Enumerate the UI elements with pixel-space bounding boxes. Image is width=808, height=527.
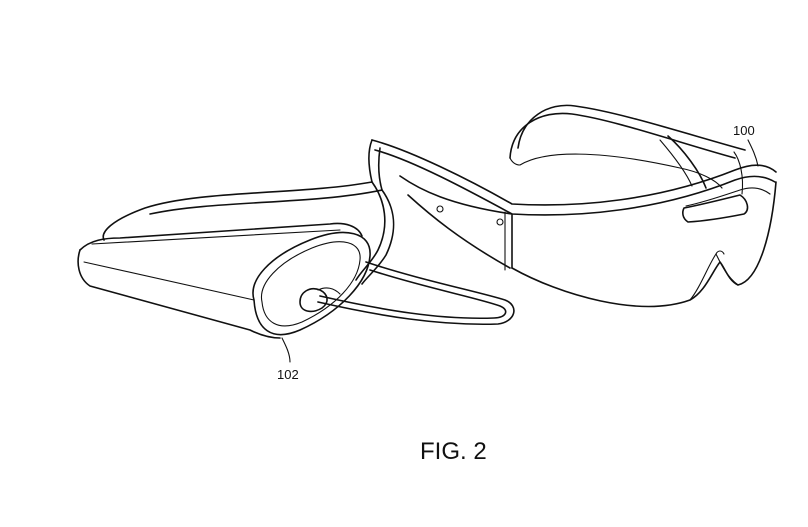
battery-pack-connector-cable [317,287,341,295]
glasses-housing-outline [399,175,513,269]
glasses-left-arm-loop [377,147,383,191]
battery-pack-top [79,222,363,251]
glasses-top-frame-mid [685,187,771,207]
glasses-right-arm [667,135,707,189]
glasses-hinge-clip [682,194,749,223]
glasses-lens-outline [511,181,777,308]
reference-label-battery-pack: 102 [277,367,299,382]
glasses-rear-band-outer [517,104,746,151]
cable-outer-loop [102,181,373,241]
cable-to-pack-1 [355,181,386,281]
reference-label-glasses: 100 [733,123,755,138]
battery-pack-connector [299,287,328,313]
glasses-housing-front [407,194,511,269]
glasses-lens-bottom-edge [689,250,725,301]
battery-pack-body-line [83,261,255,301]
glasses-screw-2 [496,218,504,226]
cable-loop-lower-outer [317,261,515,326]
cable-to-pack-2 [361,189,395,285]
glasses-right-earpiece [733,151,744,195]
glasses-left-arm-top [368,139,373,183]
glasses-top-frame-outer [371,139,777,206]
figure-caption: FIG. 2 [420,438,487,465]
head-mounted-glasses [368,104,777,308]
battery-pack-end-cap-inner [260,241,361,327]
glasses-screw-1 [436,205,444,213]
battery-pack [77,222,371,363]
glasses-rear-band-inner [509,112,736,159]
battery-pack-top-edge [91,229,341,245]
connecting-cable [102,181,515,326]
battery-pack-body [77,249,281,339]
leader-line-100 [747,139,759,167]
leader-line-102 [281,337,291,363]
cable-inner-loop [149,189,383,215]
glasses-right-arm-inner [659,139,693,187]
glasses-top-frame-inner [374,149,776,216]
glasses-rear-band-lower [509,153,723,189]
cable-loop-lower-inner [319,269,507,320]
glasses-lens-nose [715,253,739,286]
battery-pack-end-cap [252,231,371,336]
